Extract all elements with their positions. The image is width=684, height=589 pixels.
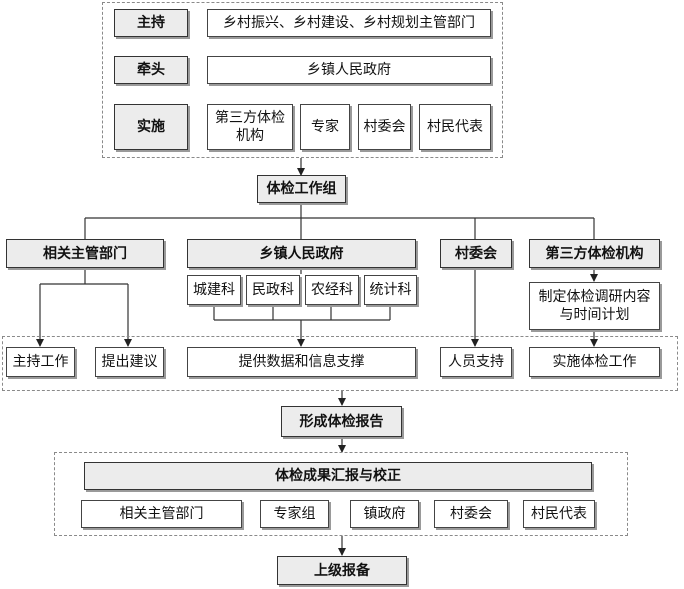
sub-agri-economy: 农经科 — [305, 275, 359, 305]
column-third-party: 第三方体检机构 — [529, 239, 660, 268]
review-group — [54, 452, 628, 536]
implementer-villager-reps: 村民代表 — [419, 104, 491, 150]
leadership-group — [102, 2, 503, 158]
implementer-third-party: 第三方体检机构 — [207, 104, 293, 150]
lead-department: 乡镇人民政府 — [207, 56, 491, 84]
row-label-implement: 实施 — [114, 104, 188, 150]
host-department: 乡村振兴、乡村建设、乡村规划主管部门 — [207, 9, 491, 37]
form-report: 形成体检报告 — [281, 406, 402, 437]
sub-civil-affairs: 民政科 — [246, 275, 300, 305]
review-village-committee: 村委会 — [434, 500, 508, 528]
column-village: 村委会 — [440, 239, 512, 268]
review-villager-reps: 村民代表 — [523, 500, 595, 528]
row-label-host: 主持 — [114, 9, 188, 37]
review-experts: 专家组 — [260, 500, 329, 528]
tasks-group — [2, 336, 678, 391]
final-filing: 上级报备 — [277, 556, 407, 585]
review-title: 体检成果汇报与校正 — [84, 462, 592, 490]
row-label-lead: 牵头 — [114, 56, 188, 84]
task-host-work: 主持工作 — [6, 347, 75, 377]
column-dept: 相关主管部门 — [6, 239, 164, 268]
sub-statistics: 统计科 — [364, 275, 417, 305]
implementer-village-committee: 村委会 — [358, 104, 411, 150]
column-town: 乡镇人民政府 — [187, 239, 416, 268]
implementer-experts: 专家 — [300, 104, 350, 150]
review-dept: 相关主管部门 — [81, 500, 242, 528]
sub-urban-construction: 城建科 — [187, 275, 241, 305]
review-town-gov: 镇政府 — [350, 500, 419, 528]
task-advise: 提出建议 — [95, 347, 164, 377]
task-data-support: 提供数据和信息支撑 — [187, 347, 416, 377]
task-implement: 实施体检工作 — [529, 347, 660, 377]
work-group: 体检工作组 — [257, 175, 346, 203]
survey-plan: 制定体检调研内容与时间计划 — [529, 282, 660, 330]
task-staff-support: 人员支持 — [440, 347, 512, 377]
